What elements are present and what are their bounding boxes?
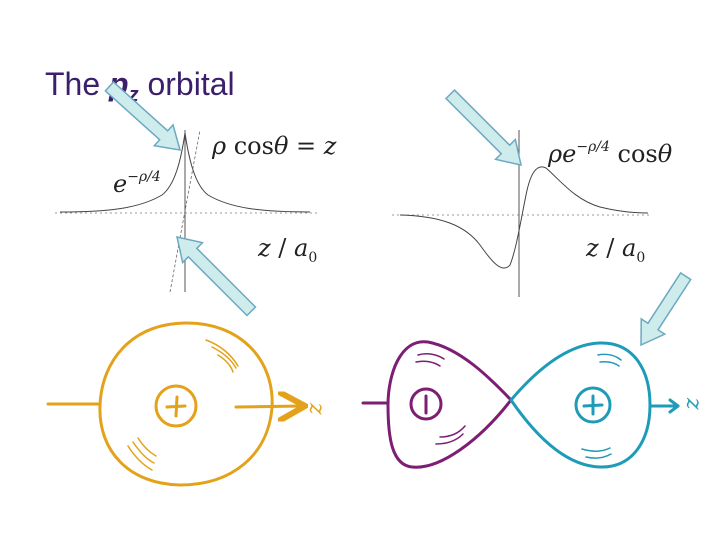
- right-plot-dipole-curve: [399, 166, 649, 269]
- right-plot-curve-label: ρe−ρ/4 cosθ: [547, 139, 673, 168]
- left-plot: e−ρ/4 ρ cosθ = z z / a0: [55, 129, 337, 293]
- purple-minus-circle: [409, 387, 443, 421]
- teal-axis-arrowhead: [668, 398, 680, 414]
- orange-axis-label: z: [304, 402, 329, 415]
- teal-axis-label: z: [681, 397, 706, 410]
- orange-orbital-outline: [98, 321, 274, 487]
- arrow-left-peak-icon: [104, 80, 182, 151]
- right-plot: ρe−ρ/4 cosθ z / a0: [392, 130, 673, 297]
- arrow-left-axis-icon: [176, 236, 257, 317]
- arrow-teal-lobe-icon: [640, 271, 692, 347]
- orange-axis-right-segment: [234, 406, 302, 407]
- left-plot-linear-line: [169, 129, 201, 293]
- title-subscript: z: [128, 84, 139, 106]
- purple-lobe-outline: [386, 340, 513, 469]
- left-sketch: z: [46, 321, 329, 487]
- teal-plus-circle: [574, 386, 612, 424]
- arrow-right-peak-icon: [444, 88, 522, 166]
- pointer-arrows: [104, 80, 692, 347]
- title-prefix: The: [45, 66, 110, 102]
- teal-lobe-outline: [509, 341, 652, 469]
- title-suffix: orbital: [138, 66, 235, 102]
- right-plot-axis-label: z / a0: [585, 234, 645, 266]
- left-plot-curve-label: e−ρ/4: [113, 169, 161, 198]
- teal-shading: [581, 353, 622, 459]
- left-plot-axis-label: z / a0: [257, 234, 317, 266]
- right-sketch: z: [361, 340, 706, 469]
- orange-shading-bottom: [127, 437, 157, 471]
- left-plot-exponential-curve: [59, 132, 311, 213]
- left-plot-line-label: ρ cosθ = z: [211, 132, 337, 160]
- orange-plus-vertical: [174, 395, 179, 418]
- orange-plus-circle: [154, 384, 198, 428]
- purple-shading: [415, 353, 466, 445]
- orange-shading-top: [205, 339, 239, 373]
